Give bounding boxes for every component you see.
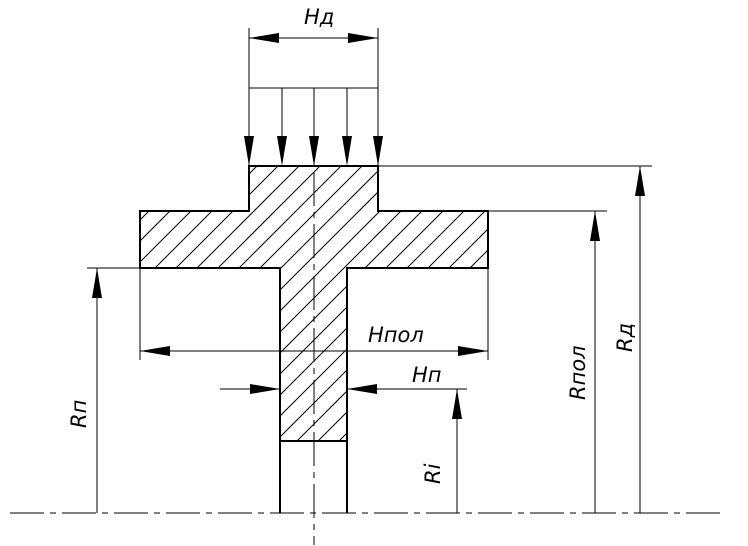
hatch-line xyxy=(382,166,488,441)
hatch-line xyxy=(140,166,389,441)
hatch-line xyxy=(445,166,488,441)
load-arrows xyxy=(244,88,383,166)
hatch-line xyxy=(140,166,368,441)
hatch-line xyxy=(487,166,488,441)
hatch-line xyxy=(0,140,10,460)
hatch-line xyxy=(403,166,488,441)
hatch-line xyxy=(140,166,431,441)
hatch-line xyxy=(466,166,488,441)
hatch-line xyxy=(140,166,263,441)
label-rd: Rд xyxy=(613,323,637,352)
hatch-line xyxy=(0,140,73,460)
hatch-line xyxy=(361,166,488,441)
hatch-line xyxy=(140,166,305,441)
hatch-line xyxy=(277,166,488,441)
label-hpol: Нпол xyxy=(368,323,424,347)
hatch-line xyxy=(214,166,488,441)
hatch-line xyxy=(235,166,488,441)
dimension-rpol xyxy=(488,210,607,513)
hatch-line xyxy=(140,166,221,441)
hatch-line xyxy=(140,166,200,441)
hatch-line xyxy=(151,166,473,441)
hatch-line xyxy=(193,166,488,441)
hatch-line xyxy=(0,140,31,460)
hatch-line xyxy=(0,140,52,460)
dimension-rd xyxy=(378,165,652,513)
label-ri: Ri xyxy=(421,463,445,484)
label-hd: Нд xyxy=(304,5,334,29)
hatch-line xyxy=(140,166,326,441)
hatch-line xyxy=(140,166,242,441)
dimension-hpol xyxy=(139,268,489,360)
label-rpol: Rпол xyxy=(566,345,590,400)
dimension-rp xyxy=(87,267,140,513)
hatch-line xyxy=(0,140,115,460)
hatch-line xyxy=(256,166,488,441)
dimension-hp xyxy=(220,384,467,394)
hatch-line xyxy=(140,166,284,441)
hatch-line xyxy=(140,166,452,441)
hatch-line xyxy=(424,166,488,441)
hatch-line xyxy=(340,166,488,441)
label-hp: Нп xyxy=(412,363,442,387)
dimension-ri xyxy=(452,389,462,513)
hatch-line xyxy=(319,166,488,441)
hatch-line xyxy=(172,166,488,441)
label-rp: Rп xyxy=(67,400,91,428)
section-hatching xyxy=(0,140,488,460)
